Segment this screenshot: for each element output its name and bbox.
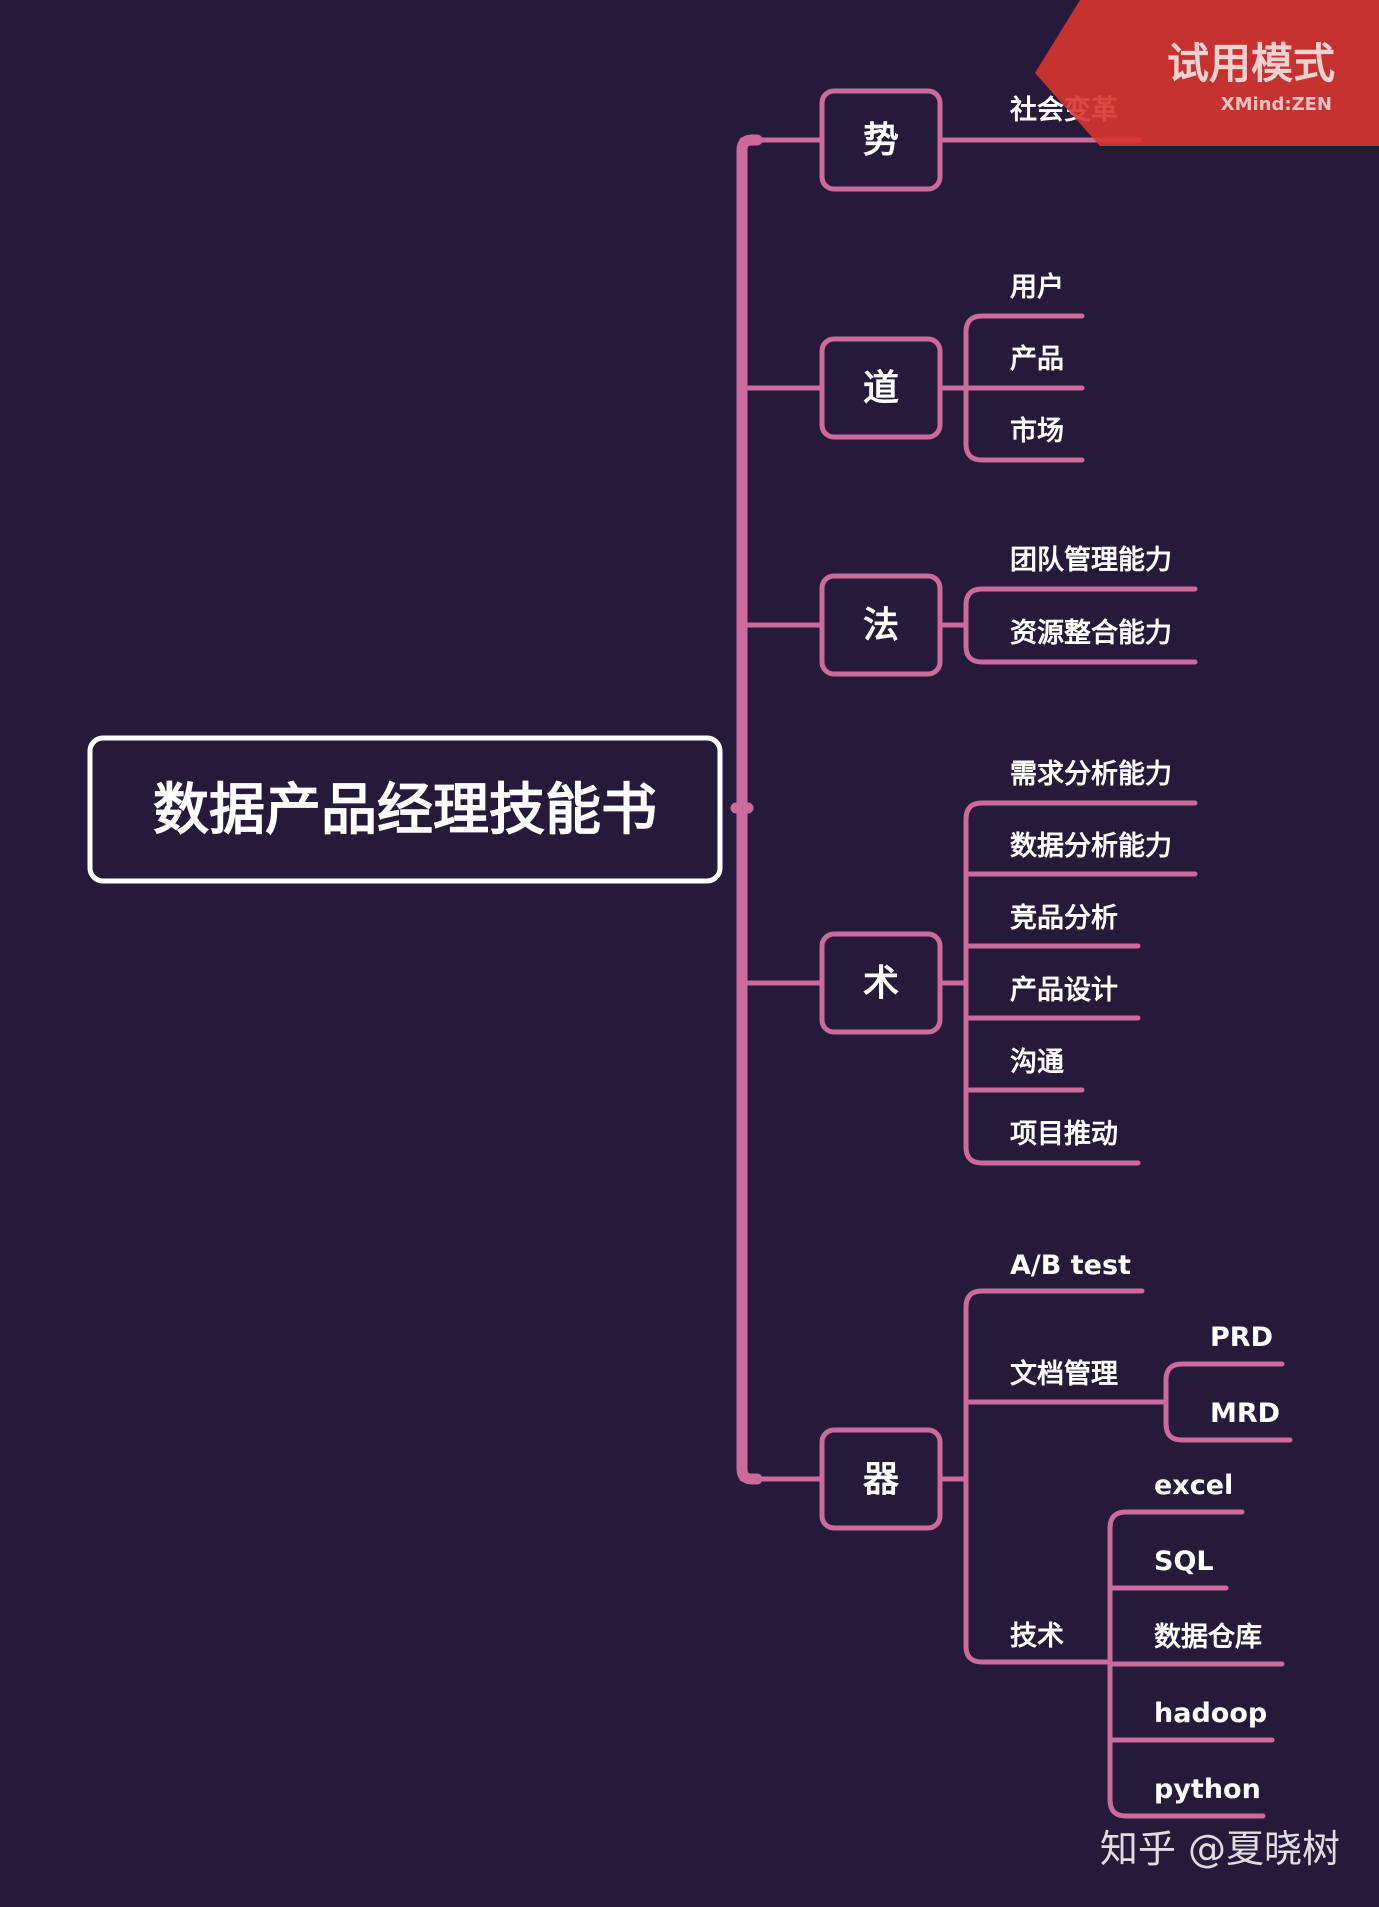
node-shu-label: 术	[863, 963, 899, 1004]
leaf-product[interactable]: 产品	[1010, 344, 1064, 375]
leaf-competitor-analysis[interactable]: 竞品分析	[1010, 902, 1118, 934]
leaf-python[interactable]: python	[1154, 1774, 1261, 1805]
leaf-excel[interactable]: excel	[1154, 1470, 1233, 1501]
leaf-resource-integration[interactable]: 资源整合能力	[1010, 617, 1172, 649]
node-dao[interactable]: 道	[819, 336, 943, 440]
trial-watermark: 试用模式 XMind:ZEN	[1035, 0, 1379, 146]
watermark-ribbon	[1035, 0, 1379, 146]
leaf-mrd[interactable]: MRD	[1210, 1398, 1280, 1429]
link-dao-children	[937, 313, 1085, 463]
leaf-data-analysis[interactable]: 数据分析能力	[1010, 830, 1172, 862]
node-shu[interactable]: 术	[819, 931, 943, 1035]
node-qi-label: 器	[863, 1459, 900, 1500]
watermark-title: 试用模式	[1167, 39, 1335, 88]
leaf-team-management[interactable]: 团队管理能力	[1010, 544, 1172, 576]
node-shi-label: 势	[863, 120, 899, 161]
leaf-data-warehouse[interactable]: 数据仓库	[1154, 1622, 1262, 1653]
link-tech-children	[1107, 1509, 1285, 1819]
source-credit: 知乎 @夏晓树	[1100, 1827, 1340, 1871]
leaf-sql[interactable]: SQL	[1154, 1546, 1214, 1577]
leaf-market[interactable]: 市场	[1010, 415, 1064, 447]
leaf-doc-management[interactable]: 文档管理	[1010, 1358, 1118, 1390]
root-node[interactable]: 数据产品经理技能书	[87, 735, 723, 884]
node-fa[interactable]: 法	[819, 573, 943, 677]
root-node-box	[87, 735, 723, 884]
node-shi-box	[819, 88, 943, 192]
node-qi-box	[819, 1427, 943, 1531]
node-shi[interactable]: 势	[819, 88, 943, 192]
leaf-technology[interactable]: 技术	[1010, 1621, 1064, 1652]
leaf-hadoop[interactable]: hadoop	[1154, 1698, 1267, 1729]
node-qi[interactable]: 器	[819, 1427, 943, 1531]
link-doc-children	[1159, 1361, 1293, 1443]
leaf-ab-test[interactable]: A/B test	[1010, 1250, 1131, 1281]
leaf-product-design[interactable]: 产品设计	[1010, 975, 1118, 1006]
node-fa-box	[819, 573, 943, 677]
leaf-user[interactable]: 用户	[1010, 271, 1064, 303]
leaf-requirement-analysis[interactable]: 需求分析能力	[1010, 758, 1172, 790]
node-shu-box	[819, 931, 943, 1035]
leaf-project-driving[interactable]: 项目推动	[1010, 1119, 1118, 1150]
link-shu-children	[937, 800, 1198, 1166]
node-dao-box	[819, 336, 943, 440]
link-qi-children	[937, 1288, 1165, 1665]
node-fa-label: 法	[863, 605, 899, 646]
root-node-label: 数据产品经理技能书	[153, 778, 657, 843]
node-dao-label: 道	[863, 368, 899, 409]
link-fa-children	[937, 586, 1198, 665]
watermark-subtitle: XMind:ZEN	[1221, 94, 1332, 115]
leaf-communication[interactable]: 沟通	[1010, 1047, 1064, 1078]
leaf-prd[interactable]: PRD	[1210, 1322, 1273, 1353]
